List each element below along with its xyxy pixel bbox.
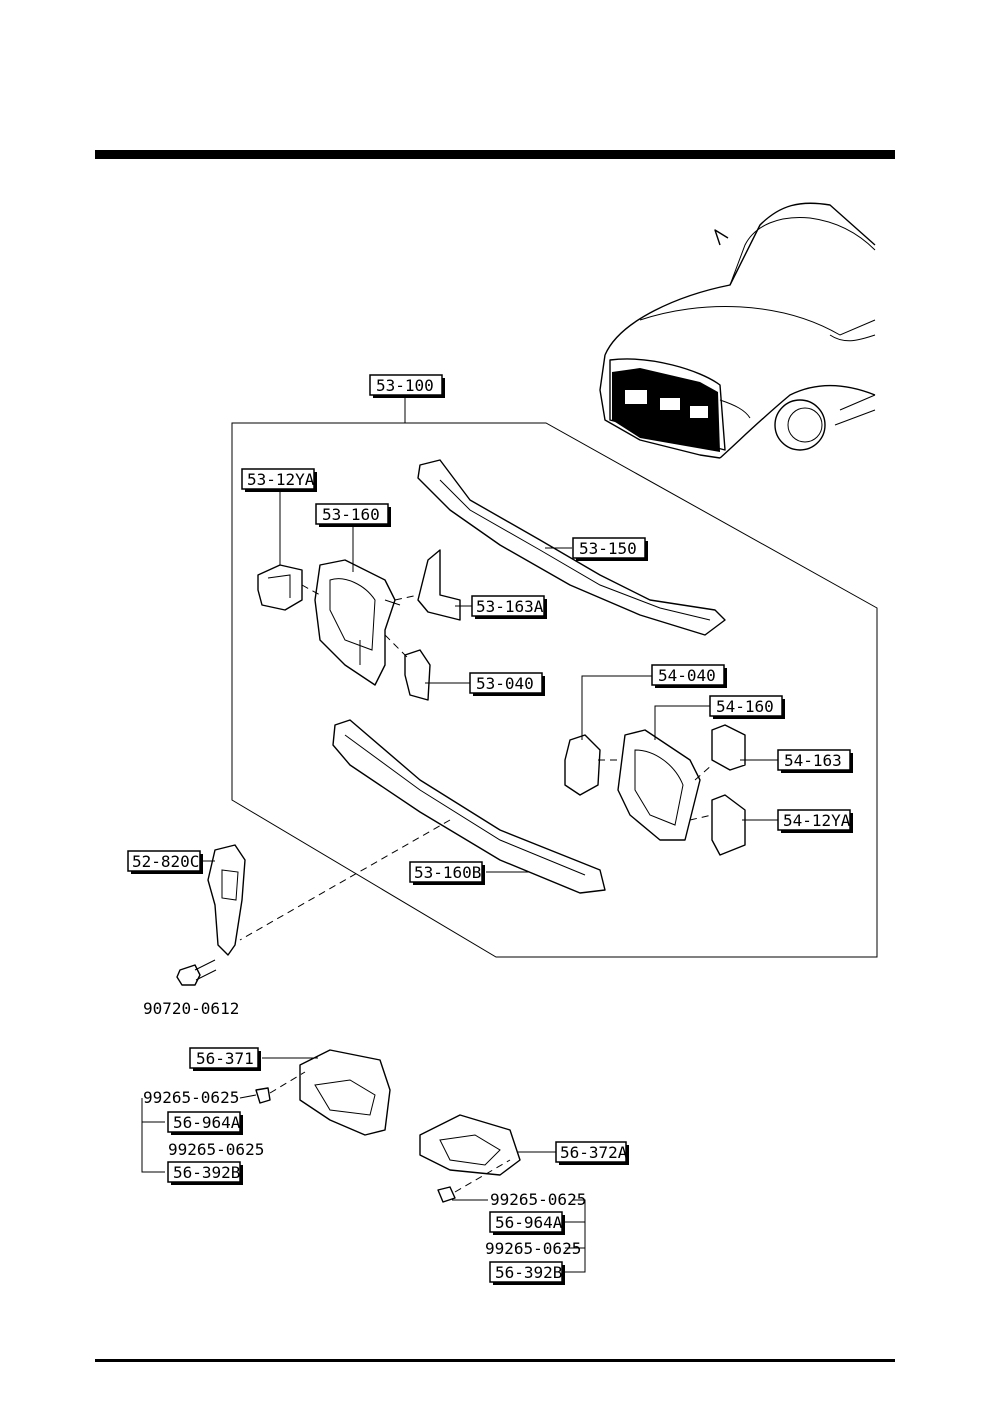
bolt-icon <box>176 959 217 986</box>
leader-line <box>452 1199 586 1273</box>
dash-line <box>689 814 713 821</box>
part-53-163A <box>417 549 461 621</box>
dash-line <box>384 634 411 661</box>
label-56-372A: 56-372A <box>555 1141 629 1165</box>
svg-text:56-964A: 56-964A <box>495 1213 563 1232</box>
svg-text:56-392B: 56-392B <box>495 1263 562 1282</box>
code-99265-0625-left-mid: 99265-0625 <box>168 1140 264 1159</box>
assembly-outline <box>231 422 878 958</box>
part-56-371-under-cover <box>299 1049 391 1136</box>
dash-line <box>694 764 713 781</box>
part-54-160-headlamp-frame-right <box>617 729 701 841</box>
svg-text:54-163: 54-163 <box>784 751 842 770</box>
dash-line <box>269 1071 306 1094</box>
label-53-163A: 53-163A <box>471 595 547 619</box>
clip-icon-right <box>437 1186 456 1203</box>
label-56-964A-left: 56-964A <box>167 1111 243 1135</box>
label-54-12YA: 54-12YA <box>777 809 853 833</box>
svg-text:53-160B: 53-160B <box>414 863 481 882</box>
svg-text:54-040: 54-040 <box>658 666 716 685</box>
label-54-160: 54-160 <box>709 695 785 719</box>
code-90720-0612: 90720-0612 <box>143 999 239 1018</box>
label-53-100: 53-100 <box>369 374 445 398</box>
label-53-160B: 53-160B <box>409 861 485 885</box>
label-54-040: 54-040 <box>651 664 727 688</box>
part-56-372A-under-cover <box>419 1114 521 1176</box>
part-53-160B-lower-member <box>332 719 606 894</box>
svg-text:53-12YA: 53-12YA <box>247 470 315 489</box>
svg-text:56-371: 56-371 <box>196 1049 254 1068</box>
label-56-392B-left: 56-392B <box>167 1161 243 1185</box>
dash-line <box>394 594 419 601</box>
svg-text:53-163A: 53-163A <box>476 597 544 616</box>
leader-line <box>654 705 710 740</box>
label-53-12YA: 53-12YA <box>241 468 317 492</box>
code-99265-0625-right-mid: 99265-0625 <box>485 1239 581 1258</box>
label-53-160: 53-160 <box>315 503 391 527</box>
svg-text:53-040: 53-040 <box>476 674 534 693</box>
code-99265-0625-right-top: 99265-0625 <box>490 1190 586 1209</box>
label-56-371: 56-371 <box>189 1047 261 1071</box>
svg-text:52-820C: 52-820C <box>132 852 199 871</box>
part-53-040 <box>404 649 431 701</box>
dash-line <box>454 1159 511 1193</box>
code-99265-0625-left-top: 99265-0625 <box>143 1088 239 1107</box>
svg-text:53-160: 53-160 <box>322 505 380 524</box>
bottom-rule <box>95 1359 895 1362</box>
svg-text:56-372A: 56-372A <box>560 1143 628 1162</box>
part-54-12YA <box>711 794 746 856</box>
part-53-150-upper-member <box>417 459 726 636</box>
dash-line <box>301 584 321 596</box>
part-54-040 <box>564 734 601 796</box>
part-53-160-headlamp-frame-left <box>314 559 401 686</box>
svg-text:56-964A: 56-964A <box>173 1113 241 1132</box>
svg-text:53-150: 53-150 <box>579 539 637 558</box>
top-rule <box>95 150 895 159</box>
leader-line <box>239 1094 257 1099</box>
part-54-163 <box>711 724 746 771</box>
label-53-150: 53-150 <box>572 537 648 561</box>
label-54-163: 54-163 <box>777 749 853 773</box>
dash-line <box>239 819 451 941</box>
clip-icon-left <box>255 1087 271 1104</box>
part-52-820C <box>207 844 246 956</box>
label-56-392B-right: 56-392B <box>489 1261 565 1285</box>
svg-text:53-100: 53-100 <box>376 376 434 395</box>
label-53-040: 53-040 <box>469 672 545 696</box>
car-locator-illustration <box>599 202 876 459</box>
label-56-964A-right: 56-964A <box>489 1211 565 1235</box>
part-53-12YA-bracket <box>257 564 303 611</box>
label-52-820C: 52-820C <box>127 850 203 874</box>
leader-line <box>581 675 652 740</box>
svg-text:54-160: 54-160 <box>716 697 774 716</box>
leader-line <box>141 1098 165 1173</box>
svg-text:56-392B: 56-392B <box>173 1163 240 1182</box>
svg-text:54-12YA: 54-12YA <box>783 811 851 830</box>
